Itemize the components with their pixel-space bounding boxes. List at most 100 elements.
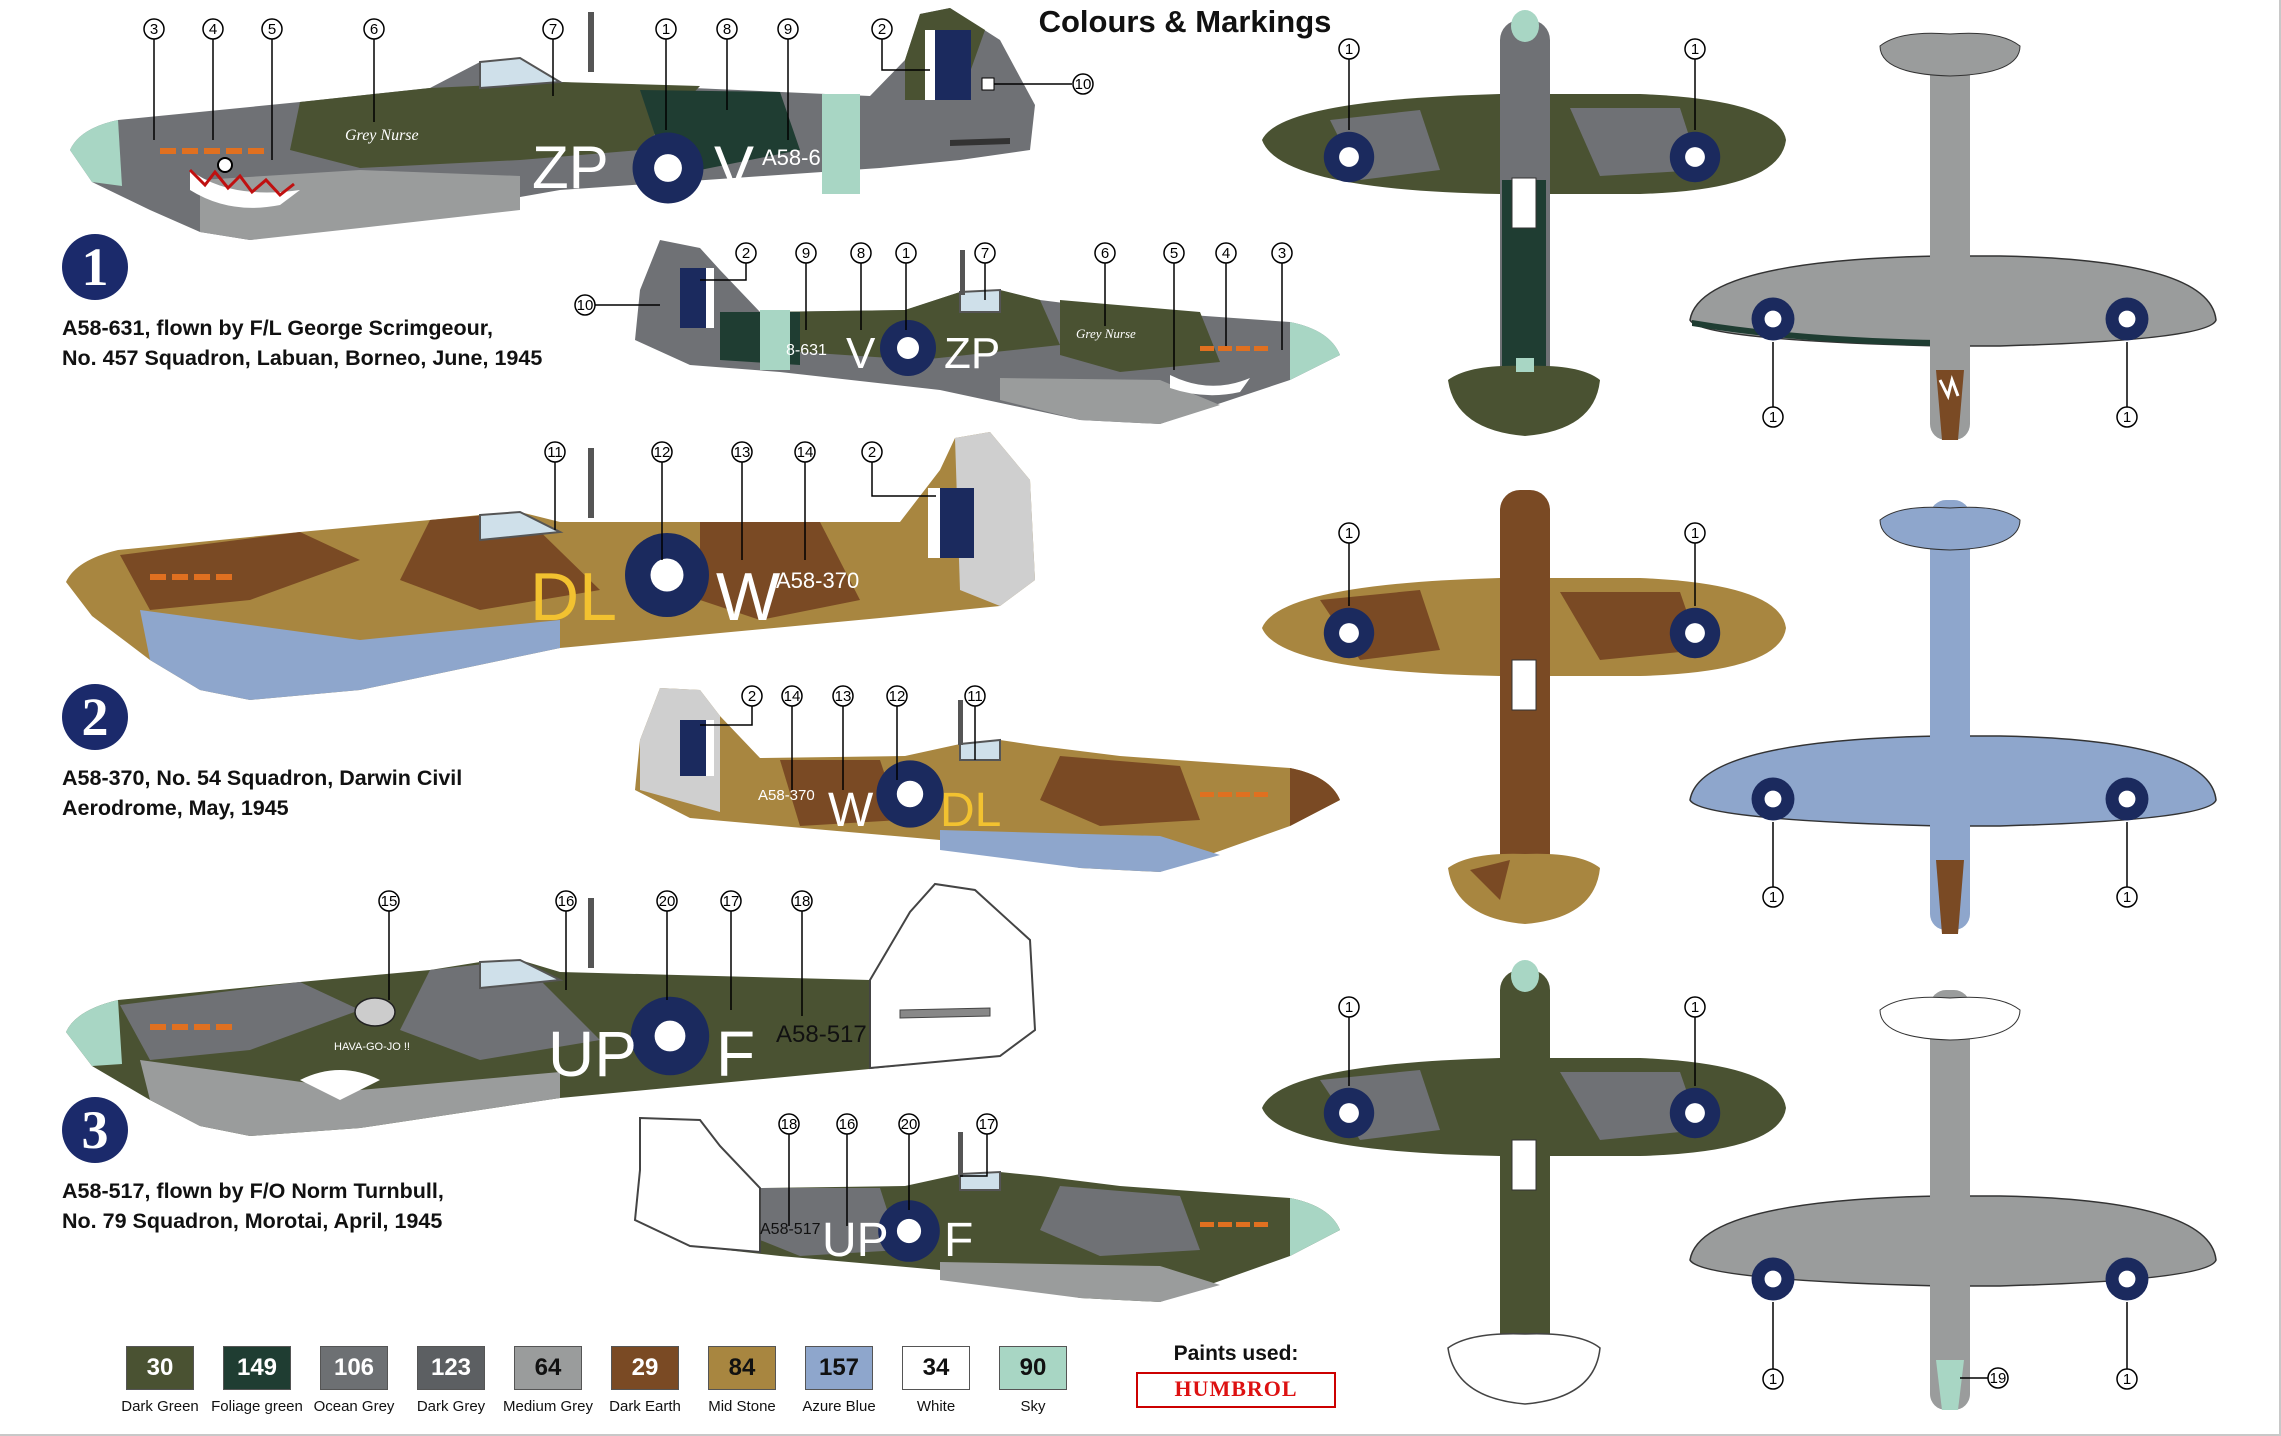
paints-used-label: Paints used: (1173, 1342, 1299, 1365)
svg-text:16: 16 (558, 893, 575, 910)
svg-text:1: 1 (2123, 889, 2131, 906)
callout-marker: 9 (777, 18, 799, 140)
callout-marker: 7 (542, 18, 564, 96)
callout-marker: 1 (1684, 522, 1706, 606)
swatch-name: Foliage green (211, 1398, 303, 1415)
callout-marker: 1 (2116, 822, 2138, 908)
callout-marker: 13 (832, 685, 854, 790)
callout-marker: 1 (1684, 996, 1706, 1086)
scheme-3-caption: A58-517, flown by F/O Norm Turnbull, No.… (62, 1179, 444, 1233)
svg-text:2: 2 (748, 688, 756, 705)
callout-marker: 7 (974, 242, 996, 300)
svg-text:8: 8 (857, 245, 865, 262)
callout-marker: 1 (1762, 822, 1784, 908)
s1-right-nose-art: Grey Nurse (1076, 326, 1136, 341)
svg-text:1: 1 (2123, 409, 2131, 426)
svg-text:19: 19 (1990, 1370, 2007, 1387)
callout-marker: 20 (656, 890, 678, 1000)
callout-marker: 2 (700, 685, 763, 726)
scheme1-plan-bottom (1689, 32, 2217, 440)
scheme-1-badge: 1 (62, 234, 128, 300)
swatch-box: 123 (417, 1346, 485, 1390)
svg-text:1: 1 (902, 245, 910, 262)
s1-right-code-right: ZP (944, 329, 1000, 378)
callout-marker: 10 (574, 294, 660, 316)
swatch-name: Ocean Grey (313, 1398, 395, 1415)
svg-text:11: 11 (967, 688, 983, 705)
svg-text:1: 1 (2123, 1371, 2131, 1388)
svg-text:1: 1 (1769, 409, 1777, 426)
callout-marker: 1 (2116, 1302, 2138, 1390)
callout-marker: 1 (2116, 342, 2138, 428)
callouts-s3-left: 15 16 20 17 18 (378, 890, 813, 1016)
callout-marker: 5 (1163, 242, 1185, 370)
scheme2-plan-bottom (1689, 500, 2217, 934)
s1-left-code-right: V (714, 134, 754, 201)
s3-left-code-left: UP (548, 1018, 637, 1090)
svg-text:1: 1 (1691, 525, 1699, 542)
swatch-box: 30 (126, 1346, 194, 1390)
scheme2-plan-top (1262, 490, 1786, 924)
svg-text:1: 1 (662, 21, 670, 38)
s2-left-code-left: DL (530, 559, 617, 635)
scheme-1-caption: A58-631, flown by F/L George Scrimgeour,… (62, 316, 543, 370)
callout-marker: 11 (544, 441, 566, 530)
callout-marker: 5 (261, 18, 283, 160)
svg-text:17: 17 (979, 1116, 996, 1133)
svg-text:13: 13 (835, 688, 852, 705)
svg-text:9: 9 (802, 245, 810, 262)
callout-marker: 19 (1960, 1367, 2009, 1389)
svg-text:1: 1 (1345, 525, 1353, 542)
swatch-name: Medium Grey (502, 1398, 594, 1415)
s3-right-serial: A58-517 (760, 1221, 821, 1238)
svg-text:1: 1 (1345, 41, 1353, 58)
scheme1-plan-top (1262, 10, 1786, 436)
callouts-s2-right: 2 14 13 12 11 (700, 685, 986, 790)
svg-text:7: 7 (549, 21, 557, 38)
scheme3-plan-top (1262, 960, 1786, 1405)
callout-marker: 2 (861, 441, 936, 497)
callout-marker: 10 (981, 73, 1094, 95)
swatch-ocean-grey: 106 Ocean Grey (306, 1346, 402, 1415)
callouts-s3-right: 18 16 20 17 (778, 1113, 998, 1226)
scheme3-plan-bottom (1689, 990, 2217, 1410)
svg-text:16: 16 (839, 1116, 856, 1133)
swatch-foliage-green: 149 Foliage green (209, 1346, 305, 1415)
svg-text:1: 1 (1345, 999, 1353, 1016)
svg-text:2: 2 (868, 444, 876, 461)
swatch-sky: 90 Sky (985, 1346, 1081, 1415)
svg-text:3: 3 (1278, 245, 1286, 262)
s3-right-code-right: F (944, 1214, 973, 1267)
swatch-name: Mid Stone (708, 1398, 776, 1415)
humbrol-logo-text: HUMBROL (1174, 1376, 1298, 1401)
swatch-medium-grey: 64 Medium Grey (500, 1346, 596, 1415)
swatch-dark-grey: 123 Dark Grey (403, 1346, 499, 1415)
callout-marker: 13 (731, 441, 753, 560)
swatch-name: Dark Grey (416, 1398, 486, 1415)
s1-left-code-left: ZP (532, 134, 609, 201)
callout-marker: 11 (964, 685, 986, 760)
swatch-name: Sky (1020, 1398, 1046, 1415)
swatch-name: Azure Blue (802, 1398, 876, 1415)
svg-text:4: 4 (1222, 245, 1230, 262)
swatch-name: White (916, 1398, 956, 1415)
swatch-box: 149 (223, 1346, 291, 1390)
svg-text:2: 2 (878, 21, 886, 38)
swatch-box: 106 (320, 1346, 388, 1390)
svg-text:3: 3 (150, 21, 158, 38)
swatch-mid-stone: 84 Mid Stone (694, 1346, 790, 1415)
callout-marker: 15 (378, 890, 400, 1000)
svg-text:18: 18 (781, 1116, 798, 1133)
svg-text:10: 10 (1075, 76, 1092, 93)
callout-marker: 16 (555, 890, 577, 990)
callouts-s1-right: 10 2 9 8 1 7 6 5 4 3 (574, 242, 1293, 370)
scheme2-right-profile (635, 688, 1340, 872)
svg-text:10: 10 (577, 297, 594, 314)
svg-text:6: 6 (370, 21, 378, 38)
callout-marker: 12 (886, 685, 908, 780)
svg-text:20: 20 (659, 893, 676, 910)
scheme-3-badge: 3 (62, 1097, 128, 1163)
page-title: Colours & Markings (1038, 4, 1332, 39)
callout-marker: 4 (202, 18, 224, 140)
